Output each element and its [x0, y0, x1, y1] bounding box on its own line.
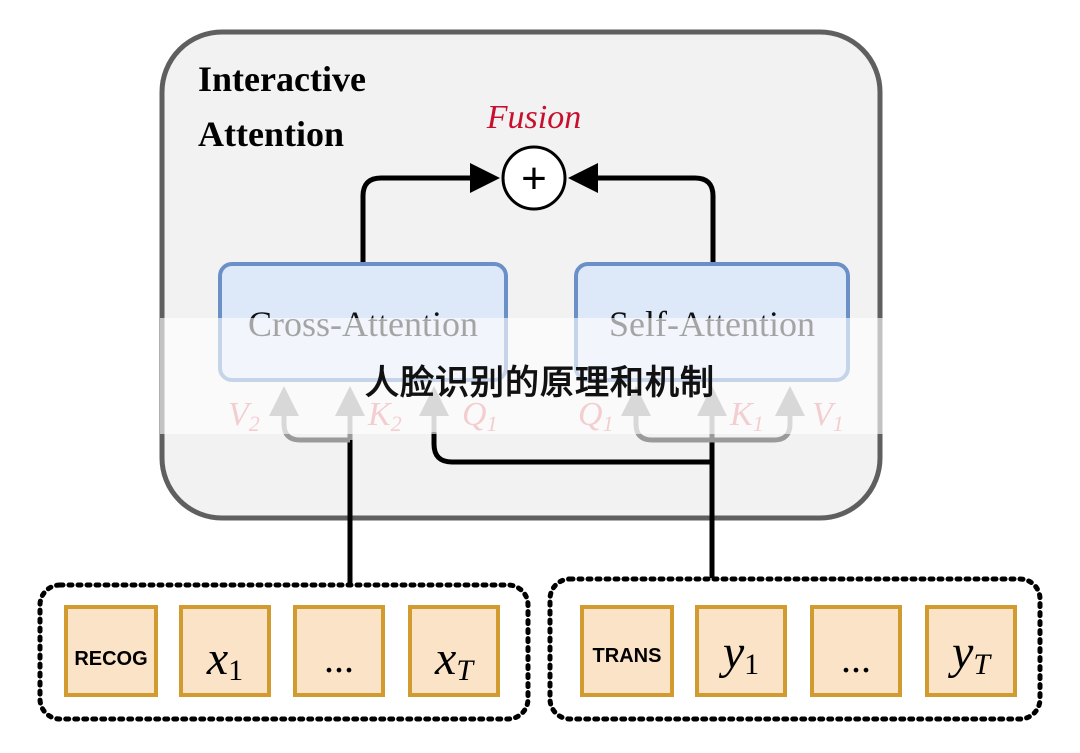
y1-token-label: y1	[718, 626, 759, 681]
x-ellipsis-token-box	[293, 605, 385, 697]
y-ellipsis-label: ...	[841, 636, 871, 681]
self-to-fusion-arrow	[568, 163, 716, 265]
y-ellipsis-token-box	[810, 605, 902, 697]
x1-token-box	[179, 605, 271, 697]
y1-token-box	[695, 605, 787, 697]
yT-token-box	[925, 605, 1017, 697]
yT-token-label: yT	[947, 626, 992, 681]
cross-to-fusion-arrow	[360, 163, 500, 265]
y-sequence-group	[547, 576, 1043, 722]
container-title-line1: Interactive	[198, 59, 366, 99]
container-title-line2: Attention	[198, 114, 344, 154]
x1-token-label: x1	[206, 632, 243, 687]
recog-token-label: RECOG	[74, 648, 147, 670]
trans-token-box	[580, 605, 674, 697]
caption-banner	[160, 318, 884, 434]
x-ellipsis-label: ...	[324, 636, 354, 681]
x-sequence-group	[37, 582, 531, 722]
xT-token-label: xT	[434, 632, 475, 687]
trans-token-label: TRANS	[593, 645, 662, 667]
caption-text: 人脸识别的原理和机制	[365, 363, 715, 403]
fusion-plus-icon: +	[521, 154, 547, 203]
fusion-node	[501, 145, 567, 211]
y-to-cross-query-line	[431, 430, 712, 465]
recog-token-box	[64, 605, 158, 697]
fusion-label: Fusion	[486, 99, 581, 136]
xT-token-box	[408, 605, 500, 697]
